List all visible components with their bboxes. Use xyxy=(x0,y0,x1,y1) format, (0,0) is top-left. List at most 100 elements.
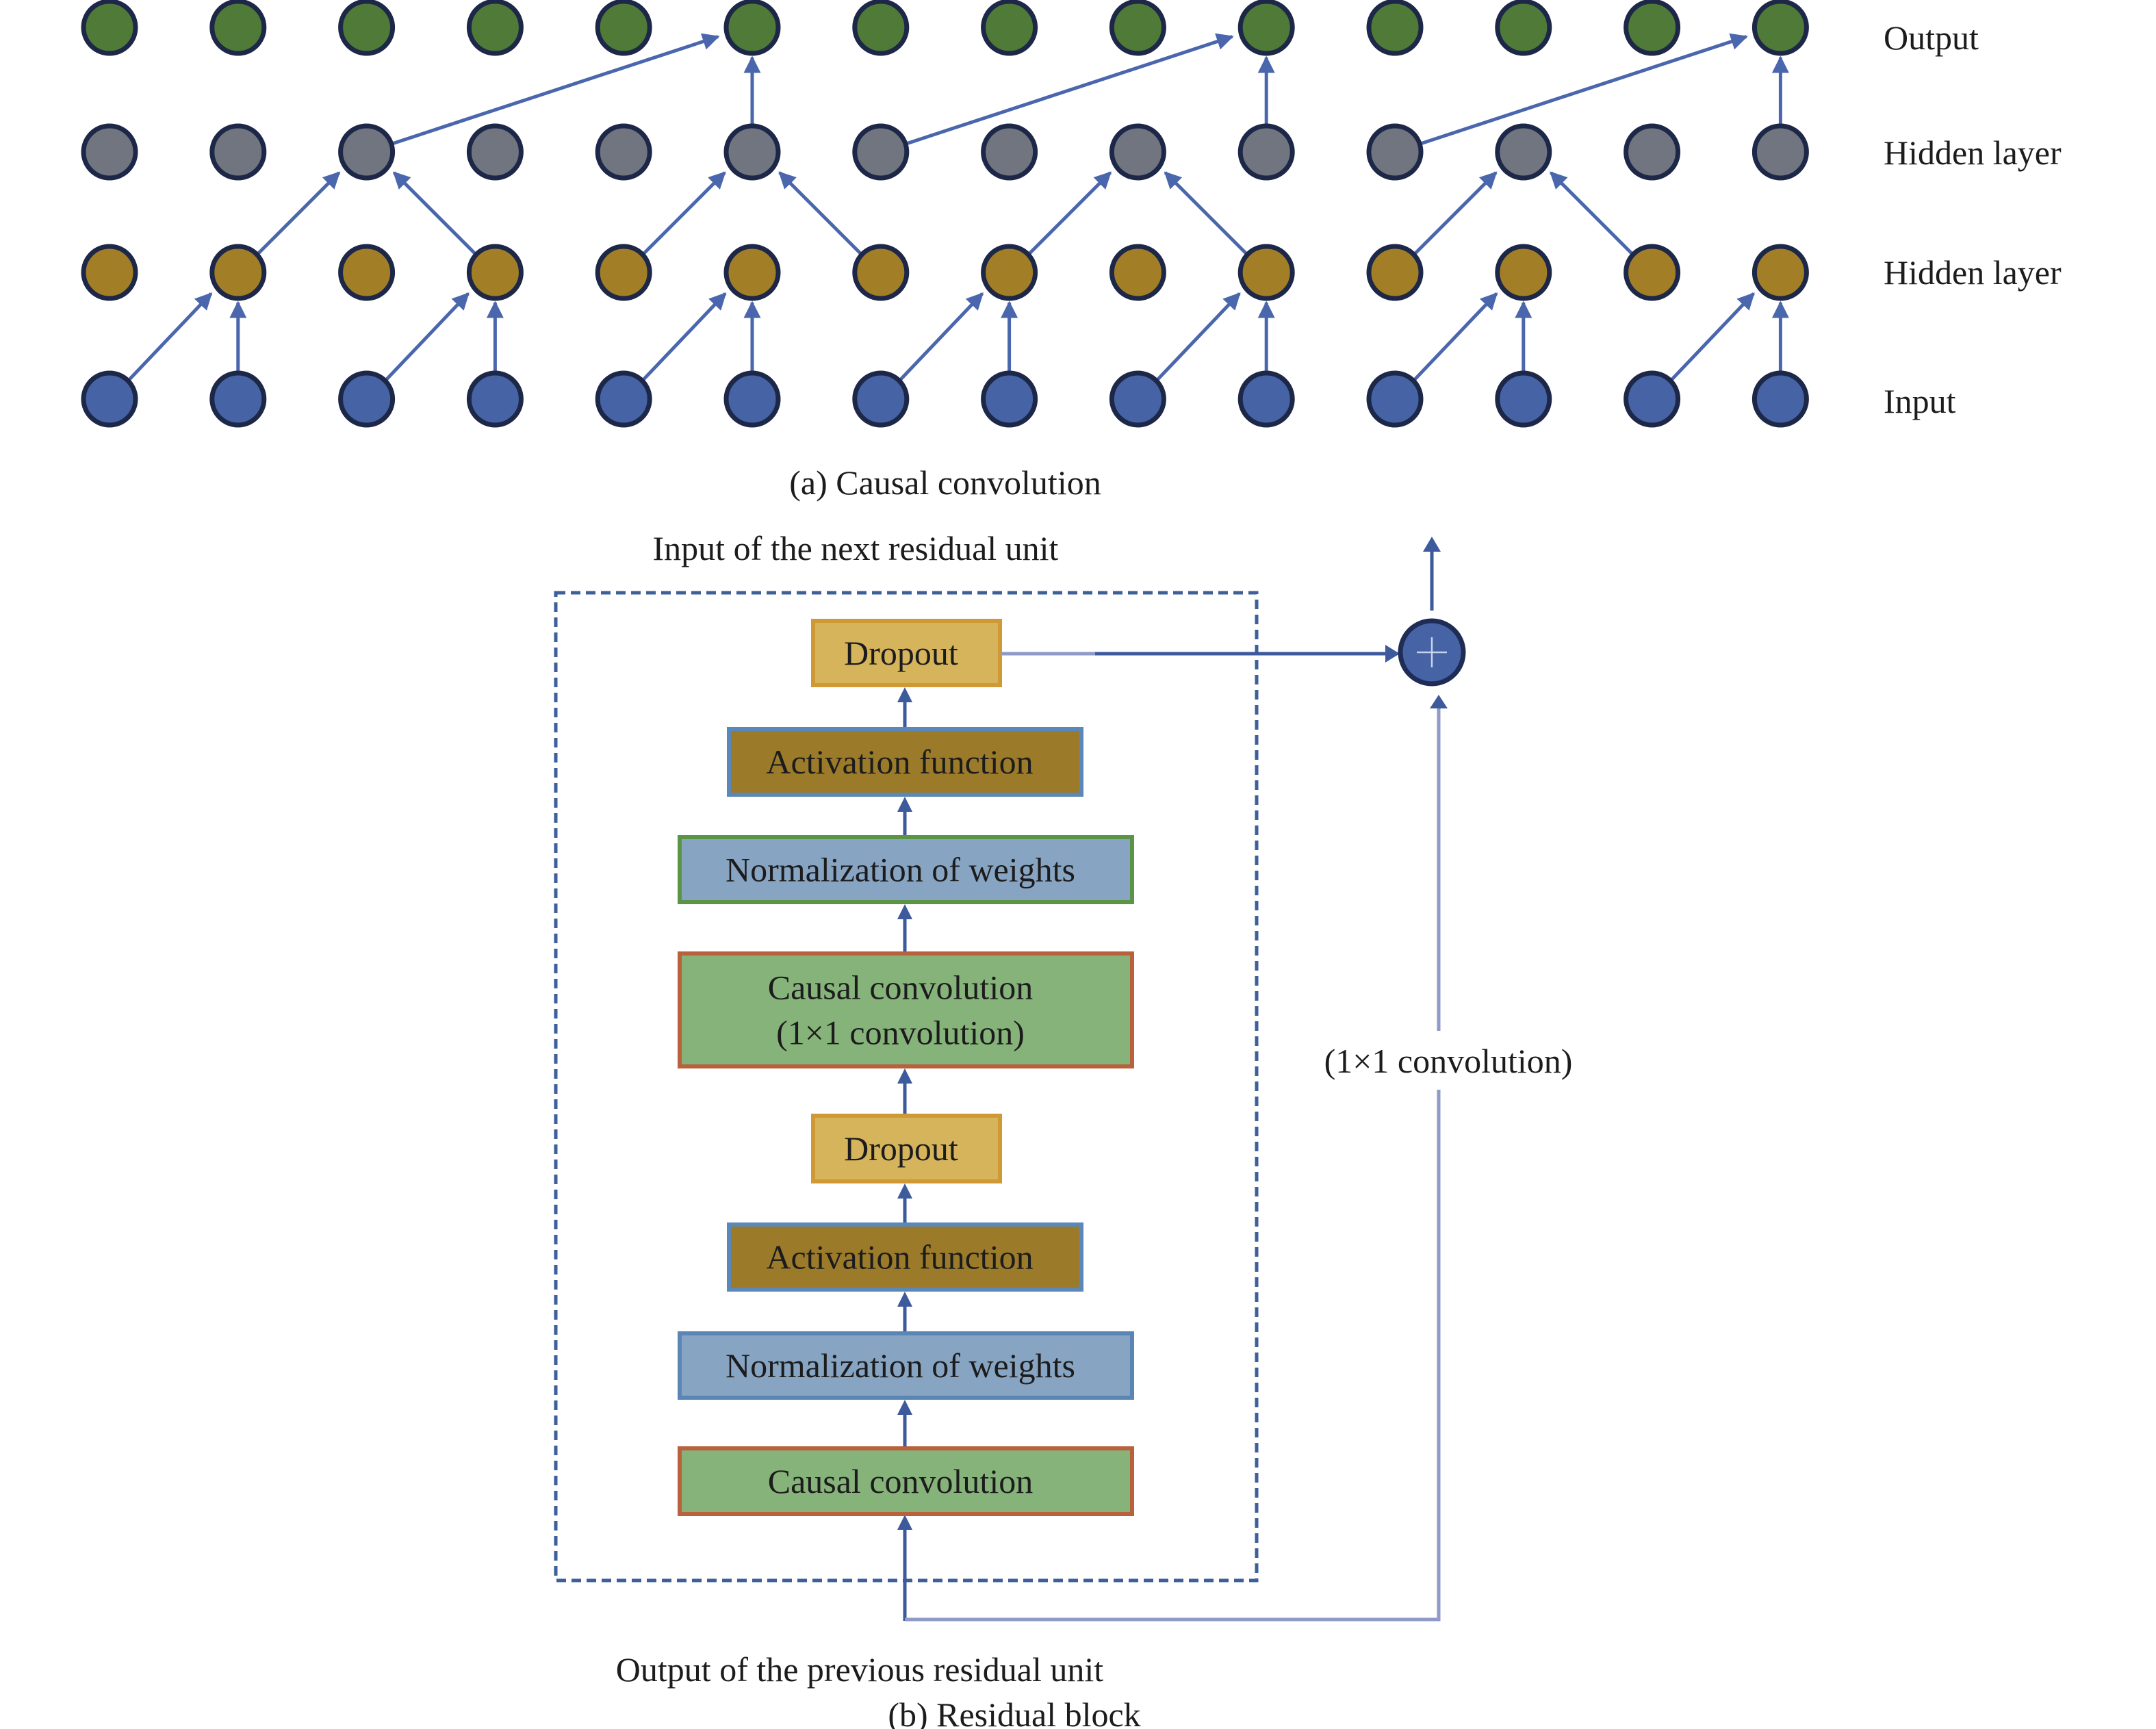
block-dropout-1: Dropout xyxy=(811,1114,1002,1183)
node-output-0 xyxy=(81,0,138,56)
flow-arrow-causal-conv-to-normalization-1-head xyxy=(897,1400,912,1415)
block-normalization-1-box xyxy=(678,1331,1134,1400)
edge-hidden2-output-6-9 xyxy=(906,33,1234,146)
node-output-6 xyxy=(852,0,910,56)
node-hidden1-13 xyxy=(1751,244,1809,301)
skip-convolution-label: (1×1 convolution) xyxy=(1324,1042,1573,1080)
node-hidden2-8 xyxy=(1109,123,1166,181)
node-output-3 xyxy=(466,0,524,56)
node-output-5 xyxy=(723,0,781,56)
node-hidden1-9 xyxy=(1237,244,1295,301)
edge-hidden1-hidden2-4-5 xyxy=(642,171,726,255)
layer-label-hidden-1: Hidden layer xyxy=(1884,253,2062,292)
block-activation-2-label-0: Activation function xyxy=(766,743,1033,781)
node-input-13 xyxy=(1751,370,1809,428)
node-input-3 xyxy=(466,370,524,428)
node-hidden2-5 xyxy=(723,123,781,181)
node-input-10 xyxy=(1366,370,1424,428)
node-input-0 xyxy=(81,370,138,428)
causal-convolution-panel: Output Hidden layer Hidden layer Input (… xyxy=(81,0,2062,502)
connection-edges xyxy=(127,33,1789,381)
node-hidden1-0 xyxy=(81,244,138,301)
block-normalization-1: Normalization of weights xyxy=(678,1331,1134,1400)
node-hidden2-13 xyxy=(1751,123,1809,181)
node-hidden2-2 xyxy=(338,123,396,181)
block-normalization-2-label-0: Normalization of weights xyxy=(726,851,1075,889)
flow-arrow-causal-conv-1x1-to-normalization-2-head xyxy=(897,904,912,919)
block-dropout-2: Dropout xyxy=(811,619,1002,687)
sum-output-arrow-head xyxy=(1423,537,1441,552)
node-hidden1-4 xyxy=(595,244,652,301)
node-output-11 xyxy=(1495,0,1552,56)
block-causal-conv-1x1-label-0: Causal convolution xyxy=(768,969,1033,1007)
edge-input-hidden1-2-3 xyxy=(385,292,470,381)
node-hidden2-1 xyxy=(209,123,267,181)
node-output-2 xyxy=(338,0,396,56)
node-output-12 xyxy=(1624,0,1681,56)
skip-arrow-head xyxy=(1430,695,1448,708)
node-input-6 xyxy=(852,370,910,428)
edge-hidden1-hidden2-3-2 xyxy=(392,171,476,255)
flow-arrow-dropout-1-to-causal-conv-1x1-head xyxy=(897,1068,912,1084)
skip-connection-line xyxy=(905,1090,1441,1622)
node-input-9 xyxy=(1237,370,1295,428)
node-hidden2-7 xyxy=(981,123,1038,181)
caption-a: (a) Causal convolution xyxy=(789,463,1101,502)
edge-input-hidden1-6-7 xyxy=(899,292,984,381)
layer-label-output: Output xyxy=(1884,18,1979,57)
edge-hidden1-hidden2-12-11 xyxy=(1550,171,1634,255)
node-output-1 xyxy=(209,0,267,56)
node-hidden1-8 xyxy=(1109,244,1166,301)
edge-input-hidden1-4-5 xyxy=(641,292,727,381)
node-output-7 xyxy=(981,0,1038,56)
block-dropout-2-label-0: Dropout xyxy=(844,634,958,672)
node-hidden2-9 xyxy=(1237,123,1295,181)
node-hidden1-12 xyxy=(1624,244,1681,301)
previous-unit-label: Output of the previous residual unit xyxy=(616,1650,1103,1689)
edge-hidden1-hidden2-1-2 xyxy=(257,171,341,255)
sum-node xyxy=(1398,618,1466,687)
edge-input-hidden1-8-9 xyxy=(1156,292,1241,381)
node-input-2 xyxy=(338,370,396,428)
sum-input-arrow-head xyxy=(1385,645,1400,663)
node-output-10 xyxy=(1366,0,1424,56)
residual-block-panel: Input of the next residual unit DropoutA… xyxy=(554,529,1573,1729)
caption-b: (b) Residual block xyxy=(888,1695,1140,1729)
node-hidden1-11 xyxy=(1495,244,1552,301)
node-input-1 xyxy=(209,370,267,428)
node-output-9 xyxy=(1237,0,1295,56)
edge-hidden2-output-2-5 xyxy=(392,33,720,146)
edge-input-hidden1-0-1 xyxy=(127,292,213,381)
block-normalization-2: Normalization of weights xyxy=(678,835,1134,904)
block-activation-2: Activation function xyxy=(727,727,1083,797)
block-causal-conv-box xyxy=(678,1446,1134,1516)
block-causal-conv-1x1-box xyxy=(678,951,1134,1068)
layer-labels: Output Hidden layer Hidden layer Input xyxy=(1884,18,2062,420)
block-dropout-2-box xyxy=(811,619,1002,687)
block-normalization-2-box xyxy=(678,835,1134,904)
edge-input-hidden1-12-13 xyxy=(1670,292,1755,381)
block-causal-conv: Causal convolution xyxy=(678,1446,1134,1516)
block-causal-conv-1x1: Causal convolution (1×1 convolution) xyxy=(678,951,1134,1068)
node-output-13 xyxy=(1751,0,1809,56)
flow-arrow-normalization-2-to-activation-2-head xyxy=(897,797,912,812)
edge-hidden1-hidden2-7-8 xyxy=(1028,171,1112,255)
flow-arrow-activation-1-to-dropout-1-head xyxy=(897,1183,912,1199)
edge-hidden1-hidden2-9-8 xyxy=(1164,171,1248,255)
node-hidden2-12 xyxy=(1624,123,1681,181)
block-causal-conv-1x1-label-1: (1×1 convolution) xyxy=(776,1014,1025,1052)
flow-arrow-normalization-1-to-activation-1-head xyxy=(897,1292,912,1307)
node-hidden1-10 xyxy=(1366,244,1424,301)
edge-hidden2-output-10-13 xyxy=(1420,33,1748,146)
block-causal-conv-label-0: Causal convolution xyxy=(768,1462,1033,1500)
node-input-7 xyxy=(981,370,1038,428)
edge-hidden1-hidden2-10-11 xyxy=(1413,171,1498,255)
node-hidden2-6 xyxy=(852,123,910,181)
node-hidden1-1 xyxy=(209,244,267,301)
node-hidden2-0 xyxy=(81,123,138,181)
node-hidden2-10 xyxy=(1366,123,1424,181)
node-input-12 xyxy=(1624,370,1681,428)
layer-label-input: Input xyxy=(1884,382,1956,420)
node-hidden2-4 xyxy=(595,123,652,181)
